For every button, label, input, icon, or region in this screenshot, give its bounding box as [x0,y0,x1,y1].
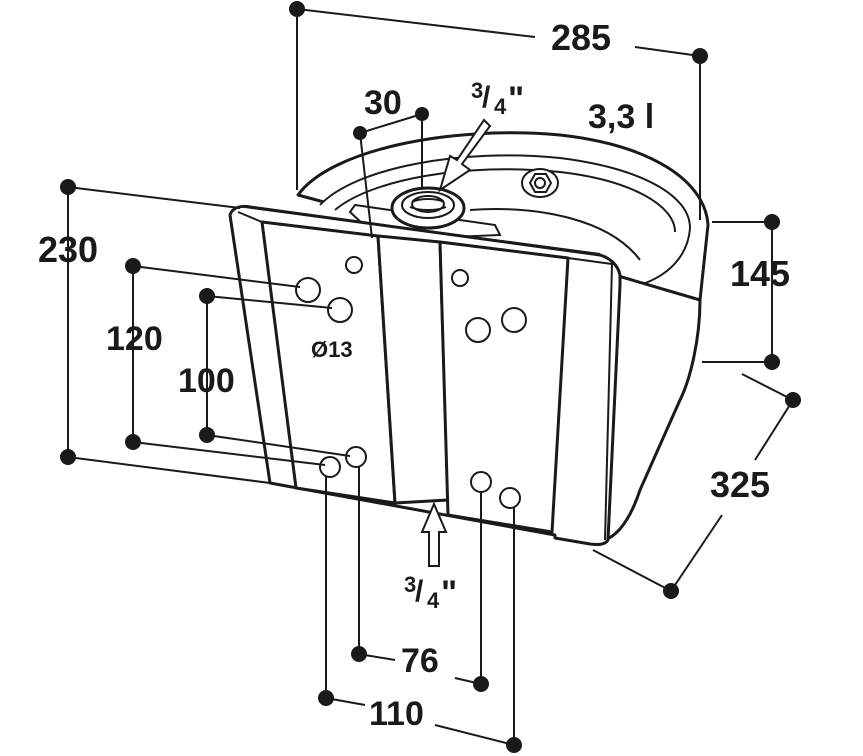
bolt-hole-9 [470,471,492,493]
dim-76: 76 [401,642,439,680]
bolt-hole-10 [499,487,521,509]
svg-text:4: 4 [494,94,507,119]
dim-100: 100 [178,362,235,400]
hole-diameter-label: Ø13 [311,337,353,362]
dim-325: 325 [710,464,770,505]
bolt-hole-7 [465,317,491,343]
dim-30: 30 [364,84,402,122]
bolt-hole-2 [327,297,353,323]
svg-text:3: 3 [471,78,483,103]
dim-120: 120 [106,320,163,358]
inlet-arrow-icon [438,118,492,193]
thread-bottom-label: 3 / 4 " [404,572,457,613]
dimension-lines [60,1,801,753]
bolt-hole-1 [295,277,321,303]
valve-nut [521,168,559,198]
svg-text:/: / [482,81,491,114]
volume-label: 3,3 l [588,98,654,136]
bolt-hole-5 [345,446,367,468]
bolt-holes [295,256,527,509]
svg-text:4: 4 [427,588,440,613]
svg-text:": " [508,80,524,118]
svg-text:": " [441,574,457,612]
dim-110: 110 [369,695,424,733]
bolt-hole-4 [319,456,341,478]
bolt-hole-3 [345,256,363,274]
arrows [420,118,492,567]
thread-top-label: 3 / 4 " [471,78,524,119]
back-plate [228,204,622,546]
bolt-hole-6 [451,269,469,287]
bottom-inlet-arrow-icon [420,501,448,567]
dim-230: 230 [38,229,98,270]
svg-text:/: / [415,575,424,608]
dim-285: 285 [551,17,611,58]
svg-text:3: 3 [404,572,416,597]
dim-145: 145 [730,253,790,294]
labels: 285 230 145 325 120 100 76 110 30 Ø13 3,… [38,17,790,733]
bolt-hole-8 [501,307,527,333]
